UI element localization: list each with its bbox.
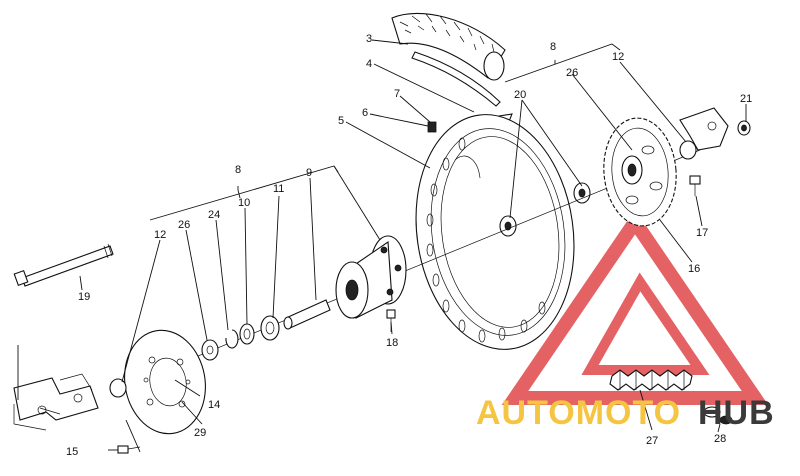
logo-triangle-outer [501,209,769,405]
spacer-tube [283,299,331,330]
sprocket [603,117,677,227]
tyre [391,12,506,81]
caliper-bracket [13,373,99,431]
label-11: 11 [273,183,284,195]
label-28: 28 [714,433,726,445]
master-link [703,406,733,425]
label-26-right: 26 [566,67,578,79]
bolt-18 [386,309,396,332]
label-10: 10 [238,197,250,209]
label-18: 18 [386,337,398,349]
label-15: 15 [66,446,78,458]
label-8-right: 8 [550,41,556,53]
bolt-15 [117,445,141,454]
spacer-12-right [679,140,697,160]
watermark-logo [501,209,769,405]
watermark-text: AUTOMOTO HUB [476,394,775,432]
label-8-left: 8 [235,164,241,176]
label-12-left: 12 [154,229,166,241]
label-12-right: 12 [612,51,624,63]
bolt-17 [689,175,701,196]
logo-triangle-inner [581,272,710,375]
label-4: 4 [366,58,372,70]
rim-tape [411,51,501,107]
label-19: 19 [78,291,90,303]
circlip-24 [225,329,239,349]
label-6: 6 [362,107,368,119]
spacer-26-left [201,339,219,361]
label-16: 16 [688,263,700,275]
label-26-left: 26 [178,219,190,231]
label-14: 14 [208,399,220,411]
bearing-11 [260,315,280,341]
wheel-rim [415,114,575,350]
label-21: 21 [740,93,752,105]
label-9: 9 [306,167,312,179]
label-17: 17 [696,227,708,239]
label-3: 3 [366,33,372,45]
chain-adjuster [679,107,751,151]
spoke-nipple [427,121,437,133]
label-20: 20 [514,89,526,101]
hub [335,235,407,319]
label-7: 7 [394,88,400,100]
watermark-text-b: HUB [698,394,775,432]
label-24: 24 [208,209,220,221]
label-29: 29 [194,427,206,439]
bearing-left [499,215,517,237]
brake-disc [124,329,206,435]
label-5: 5 [338,115,344,127]
leader-lines [79,39,747,451]
label-27: 27 [646,435,658,447]
spacer-12-left [109,378,127,398]
axle [13,243,114,287]
part-labels: 3 4 5 6 7 8 8 9 10 11 12 12 14 15 16 17 … [66,33,752,458]
seal-10 [239,323,255,345]
watermark-text-a: AUTOMOTO [476,394,681,432]
chain [609,369,693,391]
bearing-right [573,182,591,204]
